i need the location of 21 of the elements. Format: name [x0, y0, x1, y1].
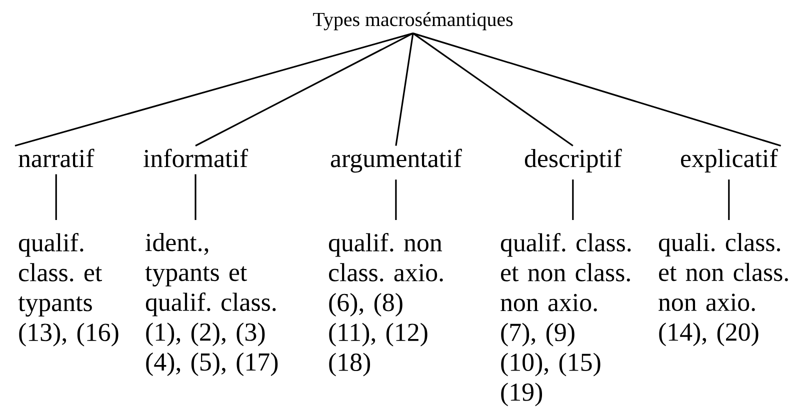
- connector-line: [55, 174, 57, 220]
- category-label: informatif: [144, 148, 248, 168]
- connector-line: [572, 180, 574, 220]
- connector-line: [395, 180, 397, 220]
- example-list: quali. class. et non class. non axio. (14), (20): [658, 233, 788, 346]
- example-list: ident., typants et qualif. class. (1), (2), (3) (4), (5), (17): [145, 233, 278, 376]
- example-list: qualif. non class. axio. (6), (8) (11), (12) (18): [328, 233, 443, 376]
- connector-line: [14, 32, 414, 147]
- example-list: qualif. class. et typants (13), (16): [18, 233, 118, 346]
- example-list: qualif. class. et non class. non axio. (7), (9) (10), (15) (19): [500, 233, 631, 406]
- connector-line: [412, 32, 574, 146]
- connector-line: [412, 32, 782, 147]
- category-label: narratif: [18, 148, 94, 168]
- root-label: Types macrosémantiques: [313, 12, 513, 30]
- connector-line: [395, 33, 414, 146]
- connector-line: [195, 32, 414, 146]
- connector-line: [194, 174, 196, 220]
- connector-line: [728, 180, 730, 220]
- category-label: argumentatif: [330, 148, 462, 173]
- category-label: descriptif: [524, 148, 622, 173]
- category-label: explicatif: [681, 148, 778, 173]
